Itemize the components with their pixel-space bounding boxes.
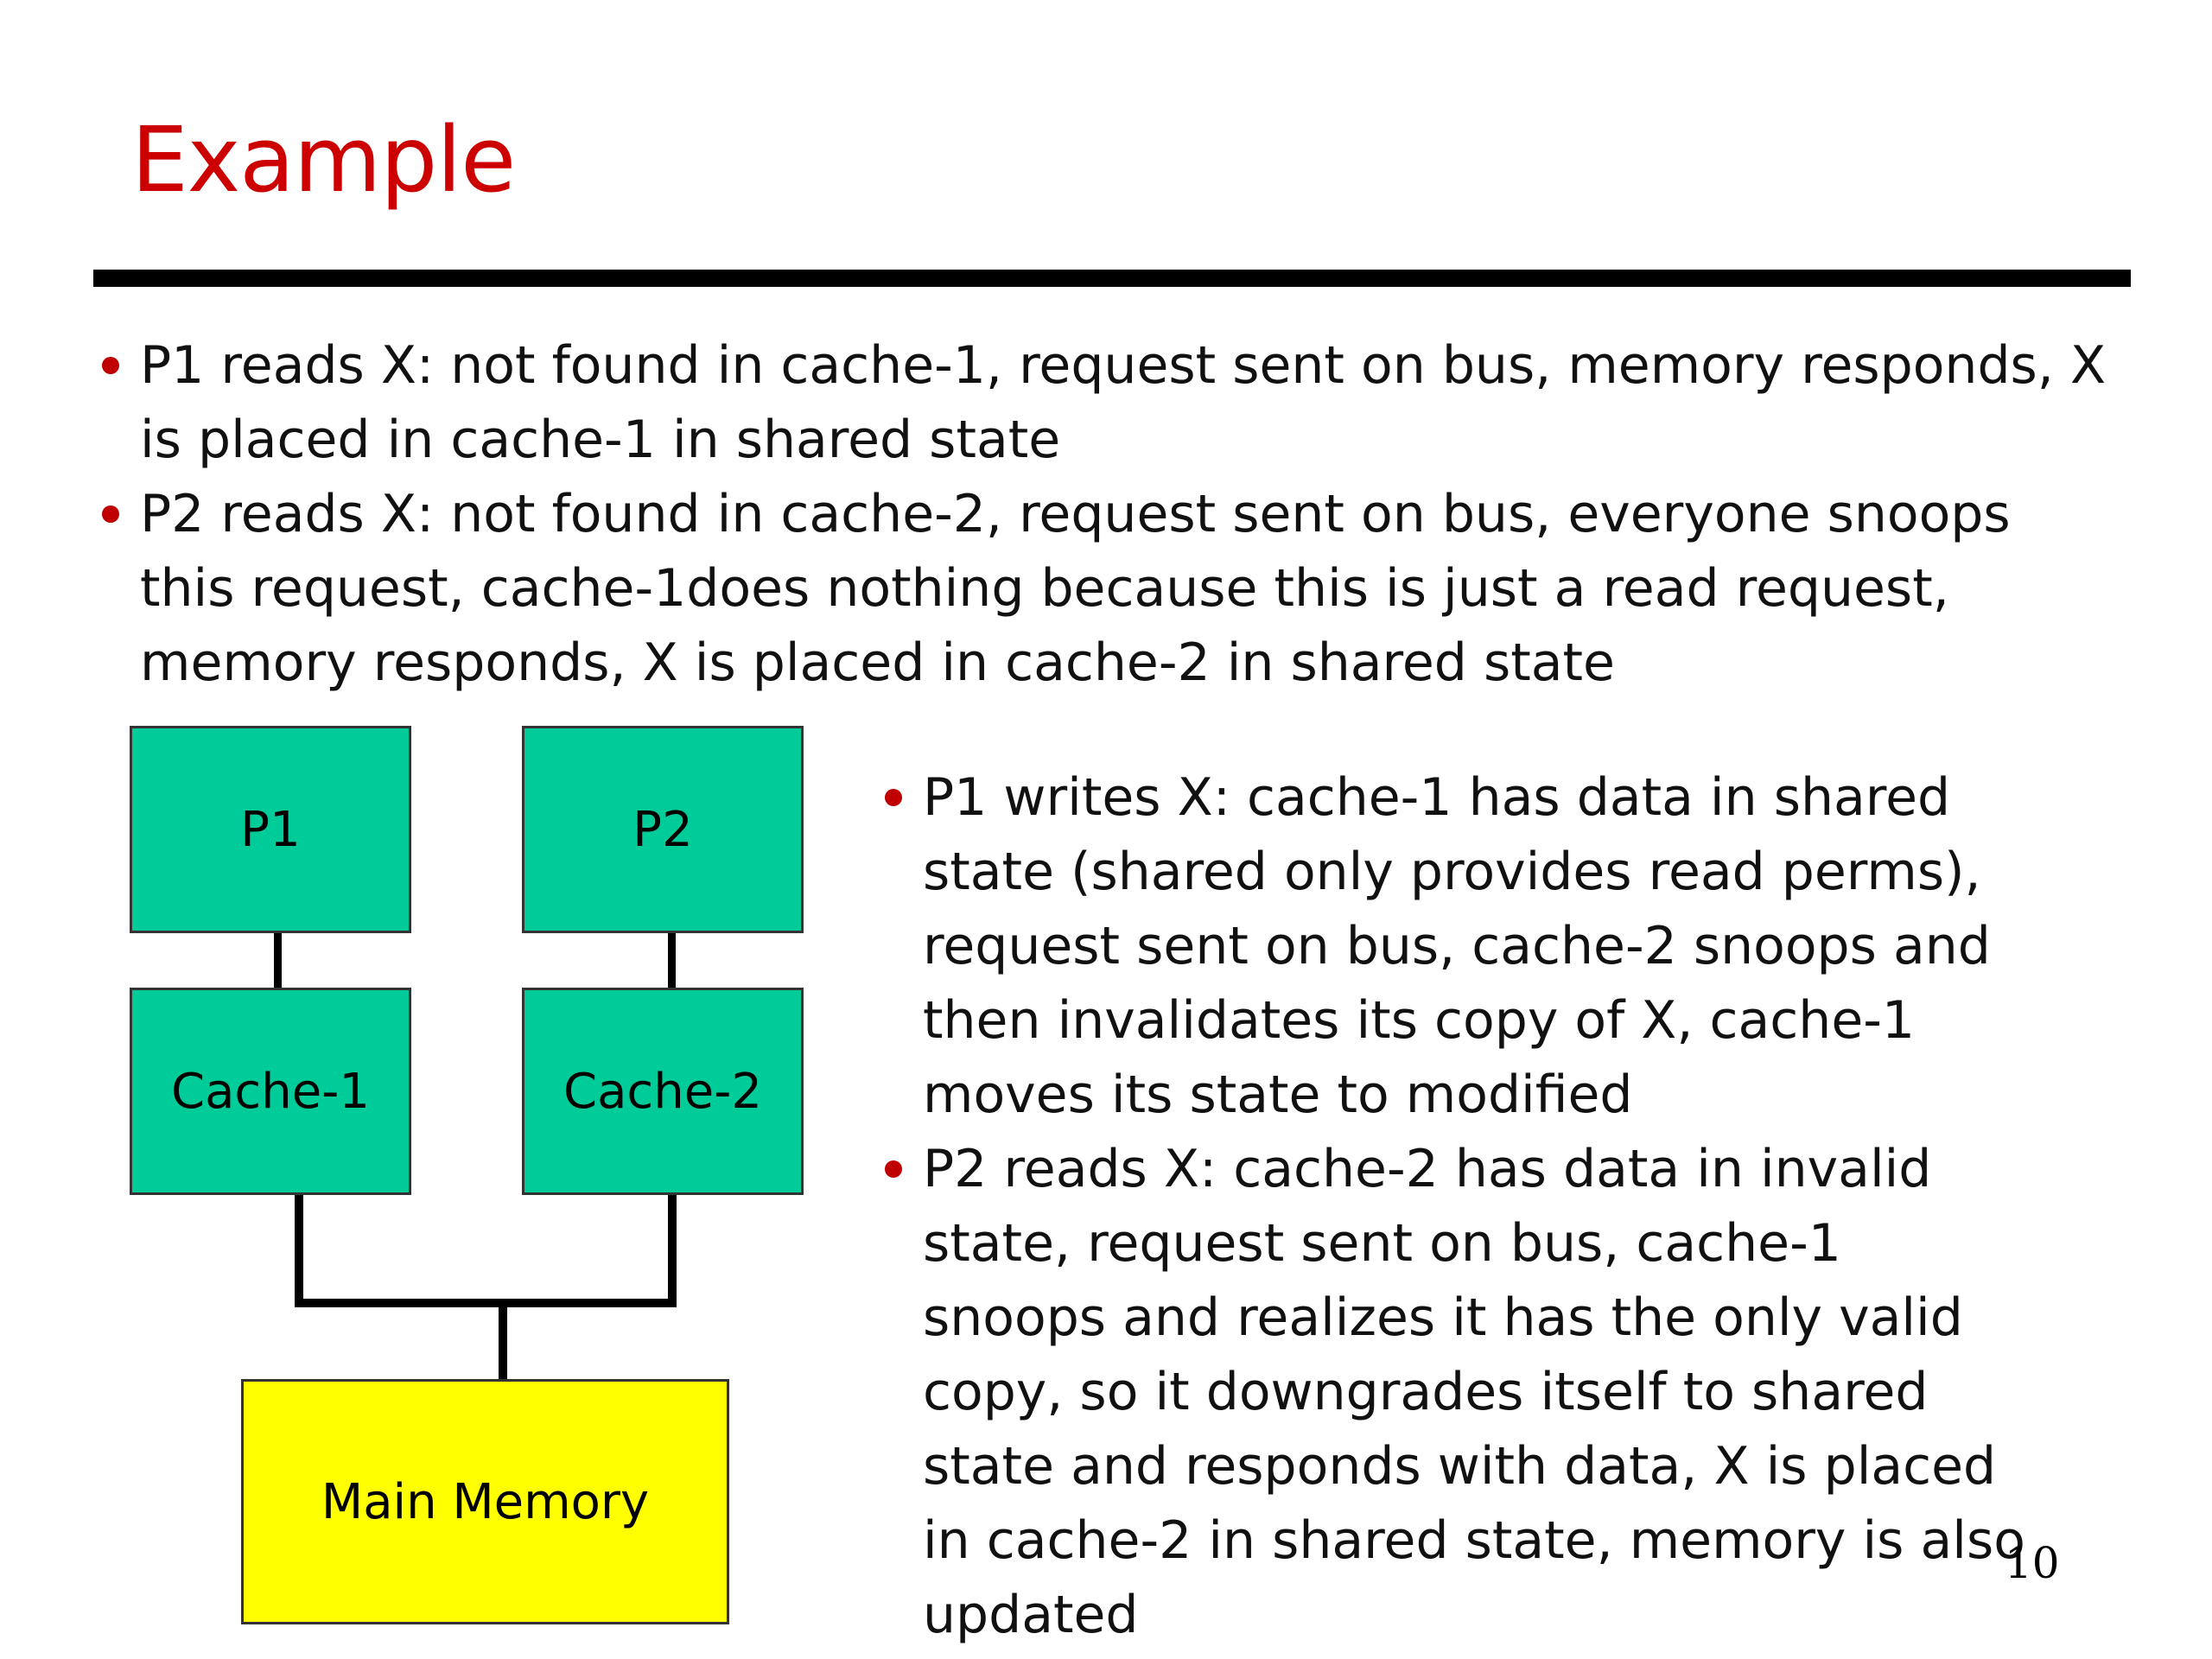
- bullet-item: P2 reads X: cache-2 has data in invalid …: [880, 1132, 2029, 1652]
- cache-2-label: Cache-2: [563, 1063, 762, 1120]
- bullet-item: P2 reads X: not found in cache-2, reques…: [97, 477, 2110, 700]
- p1-cache1-connector: [274, 933, 282, 988]
- processor-p1-box: P1: [130, 726, 411, 933]
- processor-p2-label: P2: [632, 801, 693, 858]
- bullet-text: P1 reads X: not found in cache-1, reques…: [140, 335, 2107, 470]
- cache2-bus-connector: [668, 1195, 677, 1307]
- main-memory-box: Main Memory: [241, 1379, 729, 1624]
- system-bus: [295, 1299, 677, 1307]
- bullet-icon: [885, 789, 902, 806]
- bus-memory-connector: [499, 1299, 507, 1380]
- cache-coherence-diagram: P1 P2 Cache-1 Cache-2 Main Memory: [0, 0, 864, 1659]
- bullet-text: P2 reads X: cache-2 has data in invalid …: [923, 1139, 2025, 1645]
- cache-1-box: Cache-1: [130, 988, 411, 1195]
- title-divider: [93, 270, 2131, 287]
- bullet-item: P1 reads X: not found in cache-1, reques…: [97, 328, 2110, 477]
- cache1-bus-connector: [295, 1195, 303, 1307]
- bullet-icon: [102, 357, 119, 374]
- processor-p1-label: P1: [240, 801, 301, 858]
- cache-2-box: Cache-2: [522, 988, 804, 1195]
- bullet-item: P1 writes X: cache-1 has data in shared …: [880, 760, 2029, 1132]
- bullet-icon: [885, 1160, 902, 1178]
- main-memory-label: Main Memory: [321, 1473, 650, 1530]
- slide-title: Example: [131, 107, 516, 213]
- bullet-text: P1 writes X: cache-1 has data in shared …: [923, 767, 1991, 1125]
- bullet-text: P2 reads X: not found in cache-2, reques…: [140, 484, 2011, 693]
- page-number: 10: [2005, 1538, 2060, 1588]
- cache-1-label: Cache-1: [171, 1063, 370, 1120]
- top-bullet-list: P1 reads X: not found in cache-1, reques…: [97, 328, 2110, 700]
- right-bullet-list: P1 writes X: cache-1 has data in shared …: [880, 760, 2029, 1652]
- bullet-icon: [102, 505, 119, 523]
- p2-cache2-connector: [668, 933, 676, 988]
- processor-p2-box: P2: [522, 726, 804, 933]
